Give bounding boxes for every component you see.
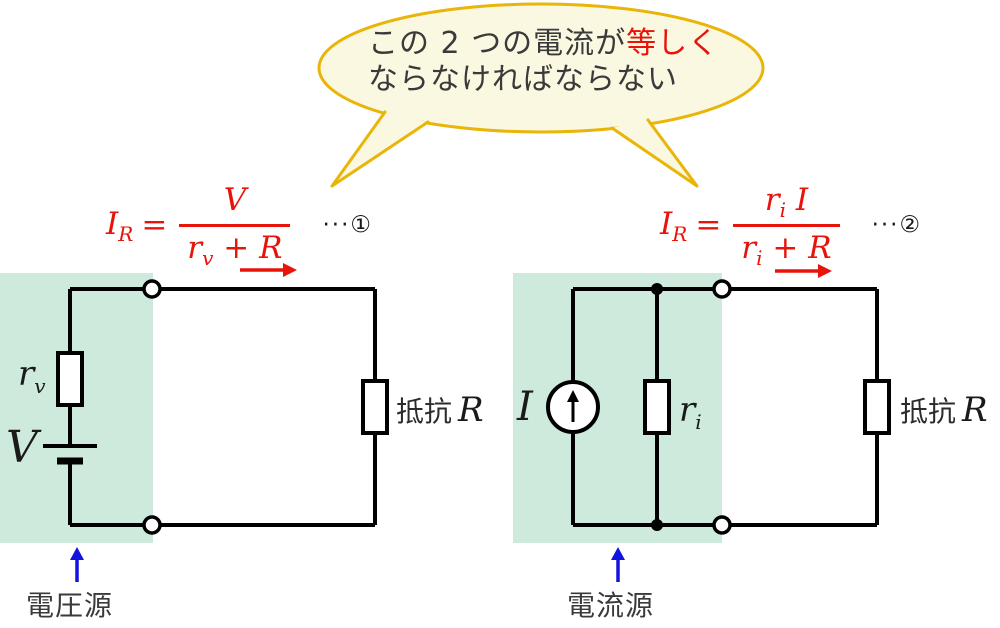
bubble-line-2: ならなければならない [368, 62, 678, 97]
current-source-arrow-head [567, 390, 579, 402]
formula1-tag: ···① [322, 212, 374, 239]
voltage-source-pointer-head-icon [70, 547, 84, 560]
formula1-denominator: rv + R [179, 224, 291, 268]
current-i-label: I [517, 384, 533, 430]
voltage-v-label: V [6, 422, 38, 473]
current-arrows [240, 263, 832, 278]
formula2-fraction: ri I ri + R [733, 182, 840, 268]
terminal-bottom-right-icon [712, 515, 732, 535]
bubble-line1-black: この 2 つの電流が [368, 26, 627, 61]
speech-bubble-tail-right [610, 118, 699, 188]
formula-1: IR = V rv + R ···① [106, 182, 373, 268]
voltage-source-region [0, 273, 153, 543]
formula2-tag: ···② [871, 212, 923, 239]
speech-bubble [317, 2, 765, 188]
formula2-equals: = [695, 207, 722, 244]
voltage-source-circuit [43, 279, 389, 535]
bubble-line1-highlight: 等しく [626, 26, 720, 61]
internal-resistor-rv-icon [56, 351, 84, 407]
speech-bubble-tail-left [330, 110, 430, 188]
formula2-denominator: ri + R [733, 224, 840, 268]
internal-resistor-ri-icon [643, 379, 671, 435]
internal-resistance-ri-label: ri [679, 390, 702, 434]
formula1-numerator: V [223, 182, 247, 218]
terminal-top-right-icon [712, 279, 732, 299]
speech-bubble-text: この 2 つの電流が等しく ならなければならない [368, 26, 719, 98]
bubble-line-1: この 2 つの電流が等しく [368, 26, 719, 62]
current-arrow-right-head-icon [818, 264, 832, 278]
terminal-top-left-icon [142, 279, 162, 299]
formula2-lhs: IR [660, 206, 688, 247]
formula1-lhs: IR [106, 206, 134, 247]
speech-bubble-body [317, 2, 765, 134]
junction-dot-top-icon [651, 283, 663, 295]
formula1-equals: = [141, 207, 168, 244]
current-source-circuit [546, 279, 891, 535]
current-arrow-left-head-icon [283, 263, 297, 277]
formula-2: IR = ri I ri + R ···② [660, 182, 922, 268]
formula2-numerator: ri I [764, 182, 809, 223]
load-resistor-left-icon [361, 379, 389, 435]
load-resistor-right-icon [863, 379, 891, 435]
terminal-bottom-left-icon [142, 515, 162, 535]
internal-resistance-rv-label: rv [18, 354, 46, 398]
current-source-pointer-head-icon [611, 547, 625, 560]
current-source-caption: 電流源 [567, 589, 655, 622]
caption-arrows [70, 547, 625, 582]
formula1-fraction: V rv + R [179, 182, 291, 268]
junction-dot-bottom-icon [651, 519, 663, 531]
voltage-source-caption: 電圧源 [26, 589, 114, 622]
